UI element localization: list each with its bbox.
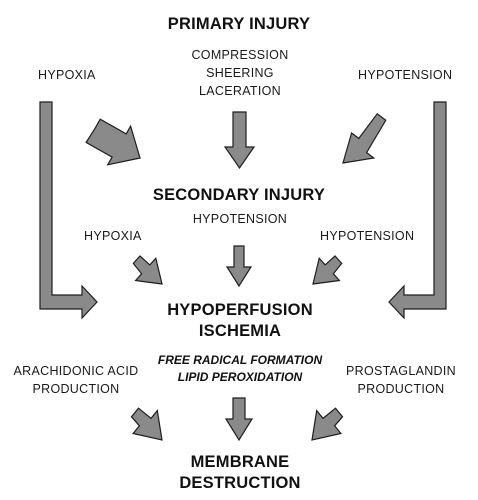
hypoperfusion-title-line-2: ISCHEMIA: [198, 322, 282, 340]
hypoperfusion-left-line-1: ARACHIDONIC ACID: [13, 364, 139, 378]
right-elbow-arrow: [388, 101, 447, 320]
down-arrow-hypoperfusion-center: [224, 397, 254, 442]
diagonal-arrow-hypoperfusion-left: [130, 407, 163, 441]
left-elbow-arrow: [39, 101, 98, 320]
hypoperfusion-title: HYPOPERFUSION ISCHEMIA: [140, 300, 340, 342]
primary-center-line-3: LACERATION: [199, 84, 281, 98]
hypoperfusion-right-line-1: PROSTAGLANDIN: [346, 364, 456, 378]
secondary-center-label: HYPOTENSION: [192, 212, 288, 226]
hypoperfusion-center-line-1: FREE RADICAL FORMATION: [157, 353, 323, 367]
hypoperfusion-left-line-2: PRODUCTION: [32, 382, 120, 396]
primary-center-line-2: SHEERING: [206, 66, 274, 80]
membrane-destruction-title: MEMBRANE DESTRUCTION: [140, 452, 340, 494]
diagonal-arrow-primary-left: [85, 118, 141, 166]
hypoperfusion-right-line-2: PRODUCTION: [357, 382, 445, 396]
hypoperfusion-center-line-2: LIPID PEROXIDATION: [177, 370, 303, 384]
membrane-destruction-line-1: MEMBRANE: [190, 453, 290, 471]
primary-right-label: HYPOTENSION: [358, 68, 453, 82]
hypoperfusion-title-line-1: HYPOPERFUSION: [167, 301, 313, 319]
diagonal-arrow-secondary-right: [312, 255, 343, 285]
secondary-injury-title: SECONDARY INJURY: [152, 186, 326, 204]
primary-left-label: HYPOXIA: [38, 68, 96, 82]
primary-center-line-1: COMPRESSION: [191, 48, 289, 62]
diagonal-arrow-primary-right: [342, 112, 387, 164]
hypoperfusion-center-labels: FREE RADICAL FORMATION LIPID PEROXIDATIO…: [140, 352, 340, 386]
primary-injury-title: PRIMARY INJURY: [167, 15, 311, 33]
down-arrow-primary-center: [223, 111, 256, 170]
hypoperfusion-left-labels: ARACHIDONIC ACID PRODUCTION: [6, 362, 146, 398]
membrane-destruction-line-2: DESTRUCTION: [179, 474, 301, 492]
diagonal-arrow-hypoperfusion-right: [311, 407, 344, 441]
primary-center-labels: COMPRESSION SHEERING LACERATION: [180, 46, 300, 100]
secondary-left-label: HYPOXIA: [84, 229, 142, 243]
secondary-right-label: HYPOTENSION: [320, 229, 415, 243]
diagonal-arrow-secondary-left: [132, 255, 163, 285]
hypoperfusion-right-labels: PROSTAGLANDIN PRODUCTION: [336, 362, 466, 398]
down-arrow-secondary-center: [225, 245, 253, 288]
